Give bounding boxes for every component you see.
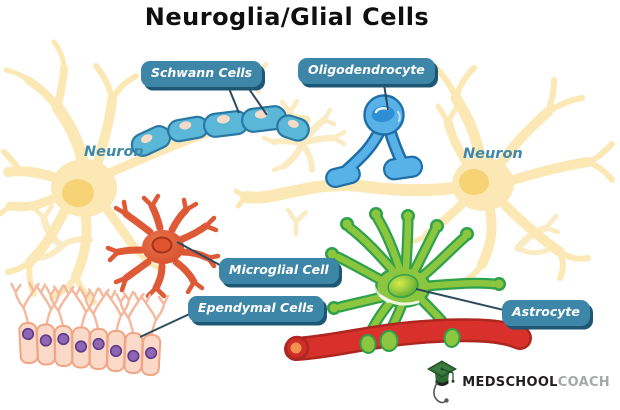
schwann-connector-2 xyxy=(246,85,268,116)
ependymal-cell-row xyxy=(18,321,162,377)
ependymal-cells-label: Ependymal Cells xyxy=(188,296,324,322)
microglial-cell-label: Microglial Cell xyxy=(219,258,339,284)
astrocyte-end-feet xyxy=(359,328,461,354)
ependymal-cilia xyxy=(10,281,170,339)
logo-wordmark: MEDSCHOOLCOACH xyxy=(462,375,610,390)
oligodendrocyte-label: Oligodendrocyte xyxy=(298,58,435,84)
stethoscope-icon xyxy=(433,382,449,404)
neuron-left-label: Neuron xyxy=(84,144,144,160)
microglial-cell-illustration xyxy=(105,193,221,299)
schwann-cells-label: Schwann Cells xyxy=(141,61,263,87)
ependymal-cells-illustration xyxy=(10,281,170,377)
page-title: Neuroglia/Glial Cells xyxy=(144,3,430,31)
ependymal-connector xyxy=(139,310,197,338)
logo-text-medschool: MEDSCHOOL xyxy=(462,375,558,390)
astrocyte-label: Astrocyte xyxy=(502,300,590,326)
medschoolcoach-logo: MEDSCHOOLCOACH xyxy=(427,360,610,405)
graduation-cap-icon xyxy=(427,360,458,404)
oligodendrocyte-illustration xyxy=(325,94,424,189)
schwann-connector-1 xyxy=(227,85,240,114)
astrocyte-connector xyxy=(415,288,513,313)
logo-text-coach: COACH xyxy=(557,375,610,390)
blood-vessel-illustration xyxy=(284,318,532,361)
connector-lines xyxy=(139,83,513,338)
schwann-cells-illustration xyxy=(130,105,310,157)
neuron-right-label: Neuron xyxy=(463,146,523,162)
oligodendrocyte-connector xyxy=(383,83,389,111)
